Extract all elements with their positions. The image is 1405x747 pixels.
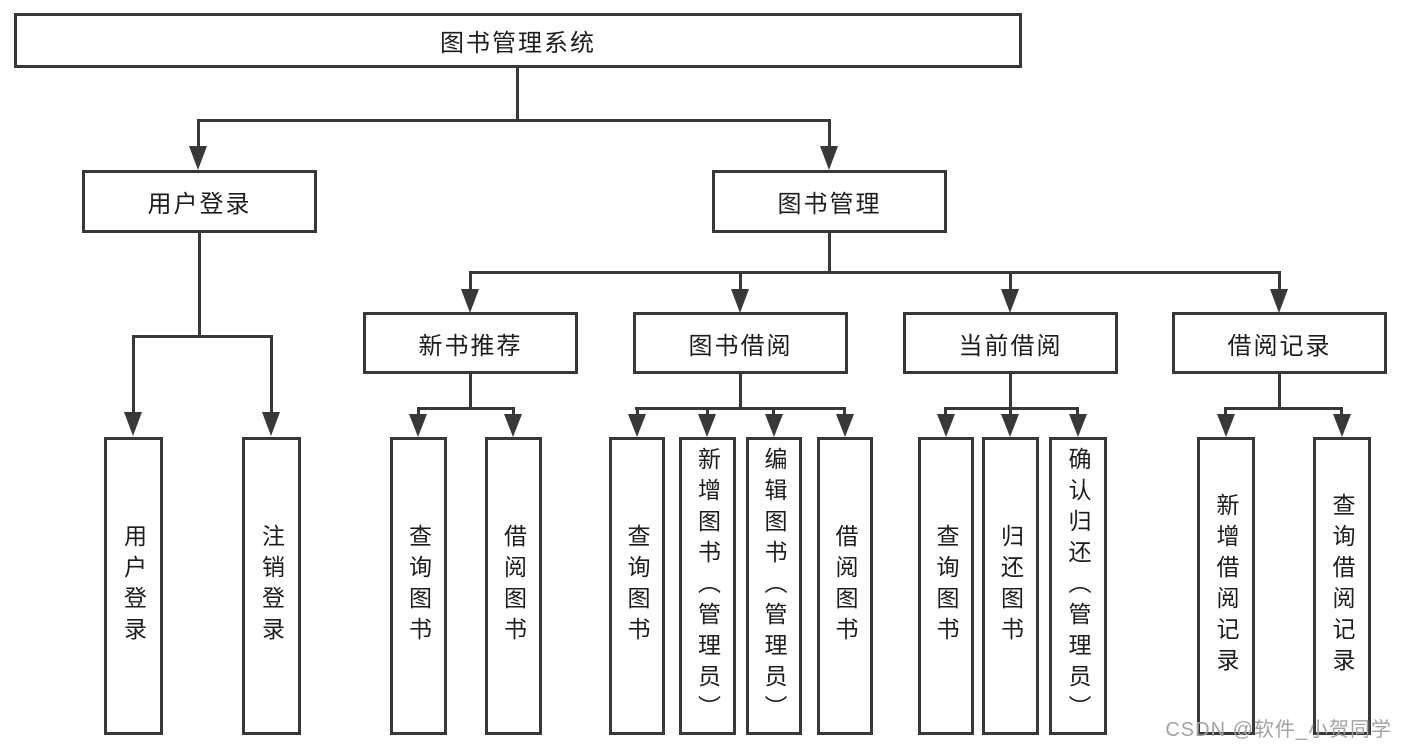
leaf-query-books-2: 查询图书 xyxy=(609,437,665,735)
connector-shaft xyxy=(132,335,135,414)
leaf-query-books-1-label: 查询图书 xyxy=(405,524,432,648)
connector-records-bar xyxy=(1224,407,1343,410)
arrowhead-icon xyxy=(1270,289,1288,313)
node-book-borrow-label: 图书借阅 xyxy=(688,332,793,360)
leaf-borrow-books-1: 借阅图书 xyxy=(485,437,542,735)
node-current-borrow-label: 当前借阅 xyxy=(958,332,1063,360)
connector-shaft xyxy=(1278,271,1281,291)
leaf-query-borrow-record: 查询借阅记录 xyxy=(1313,437,1371,735)
node-root-label: 图书管理系统 xyxy=(440,30,596,57)
arrowhead-icon xyxy=(1333,414,1351,437)
connector-shaft xyxy=(1076,407,1079,417)
leaf-user-login: 用户登录 xyxy=(104,437,163,735)
arrowhead-icon xyxy=(628,414,646,437)
node-new-book-recommend: 新书推荐 xyxy=(363,312,578,374)
connector-shaft xyxy=(843,407,846,417)
node-book-management-label: 图书管理 xyxy=(777,191,882,218)
connector-shaft xyxy=(417,407,420,417)
connector-shaft xyxy=(469,271,472,291)
connector-shaft xyxy=(1009,271,1012,291)
connector-borrow-bar xyxy=(635,407,846,410)
leaf-add-book-admin: 新增图书（管理员） xyxy=(679,437,736,735)
arrowhead-icon xyxy=(820,146,838,170)
leaf-edit-book-admin-label: 编辑图书（管理员） xyxy=(761,446,787,726)
connector-shaft xyxy=(828,119,831,147)
connector-root-bar xyxy=(197,119,831,122)
node-borrow-records-label: 借阅记录 xyxy=(1227,332,1332,360)
connector-shaft xyxy=(197,119,200,147)
arrowhead-icon xyxy=(189,146,207,170)
arrowhead-icon xyxy=(1001,414,1019,437)
leaf-add-book-admin-label: 新增图书（管理员） xyxy=(694,446,721,726)
arrowhead-icon xyxy=(1069,414,1087,437)
arrowhead-icon xyxy=(731,289,749,313)
arrowhead-icon xyxy=(1217,414,1235,437)
arrowhead-icon xyxy=(262,412,280,436)
leaf-query-books-2-label: 查询图书 xyxy=(624,524,650,648)
connector-shaft xyxy=(512,407,515,417)
node-user-login-label: 用户登录 xyxy=(147,191,252,218)
connector-userlogin-bar xyxy=(132,335,273,338)
arrowhead-icon xyxy=(765,414,783,437)
connector-shaft xyxy=(1340,407,1343,417)
node-borrow-records: 借阅记录 xyxy=(1172,312,1387,374)
leaf-confirm-return-admin: 确认归还（管理员） xyxy=(1049,437,1107,735)
connector-newbook-stem xyxy=(469,374,472,407)
csdn-watermark: CSDN @软件_小贺同学 xyxy=(1165,719,1392,741)
arrowhead-icon xyxy=(504,414,522,437)
connector-shaft xyxy=(739,271,742,291)
connector-shaft xyxy=(636,407,639,417)
connector-shaft xyxy=(706,407,709,417)
node-current-borrow: 当前借阅 xyxy=(903,312,1118,374)
connector-shaft xyxy=(772,407,775,417)
connector-shaft xyxy=(944,407,947,417)
connector-shaft xyxy=(1224,407,1227,417)
connector-bookmgmt-stem xyxy=(828,233,831,271)
connector-userlogin-stem xyxy=(198,233,201,335)
arrowhead-icon xyxy=(124,412,142,436)
connector-borrow-stem xyxy=(739,374,742,407)
leaf-logout-login-label: 注销登录 xyxy=(258,524,285,648)
leaf-return-books-label: 归还图书 xyxy=(997,524,1024,648)
arrowhead-icon xyxy=(698,414,716,437)
leaf-borrow-books-2-label: 借阅图书 xyxy=(832,524,858,648)
arrowhead-icon xyxy=(1001,289,1019,313)
leaf-user-login-label: 用户登录 xyxy=(120,524,147,648)
leaf-query-books-3-label: 查询图书 xyxy=(933,524,959,648)
arrowhead-icon xyxy=(836,414,854,437)
arrowhead-icon xyxy=(461,289,479,313)
connector-current-stem xyxy=(1009,374,1012,407)
leaf-borrow-books-2: 借阅图书 xyxy=(817,437,873,735)
connector-shaft xyxy=(270,335,273,414)
connector-newbook-bar xyxy=(417,407,515,410)
leaf-borrow-books-1-label: 借阅图书 xyxy=(500,524,527,648)
leaf-query-borrow-record-label: 查询借阅记录 xyxy=(1329,493,1355,679)
node-root: 图书管理系统 xyxy=(14,13,1022,68)
node-book-borrow: 图书借阅 xyxy=(633,312,848,374)
leaf-return-books: 归还图书 xyxy=(982,437,1039,735)
leaf-logout-login: 注销登录 xyxy=(242,437,301,735)
arrowhead-icon xyxy=(409,414,427,437)
leaf-add-borrow-record: 新增借阅记录 xyxy=(1197,437,1255,735)
arrowhead-icon xyxy=(937,414,955,437)
leaf-add-borrow-record-label: 新增借阅记录 xyxy=(1213,493,1239,679)
connector-records-stem xyxy=(1278,374,1281,407)
leaf-query-books-1: 查询图书 xyxy=(390,437,447,735)
connector-bookmgmt-bar xyxy=(469,271,1281,274)
connector-shaft xyxy=(1009,407,1012,417)
leaf-query-books-3: 查询图书 xyxy=(918,437,974,735)
node-user-login: 用户登录 xyxy=(82,170,317,233)
node-new-book-recommend-label: 新书推荐 xyxy=(418,332,523,360)
connector-root-stem xyxy=(516,68,519,119)
leaf-confirm-return-admin-label: 确认归还（管理员） xyxy=(1065,446,1091,726)
node-book-management: 图书管理 xyxy=(712,170,947,233)
leaf-edit-book-admin: 编辑图书（管理员） xyxy=(746,437,802,735)
